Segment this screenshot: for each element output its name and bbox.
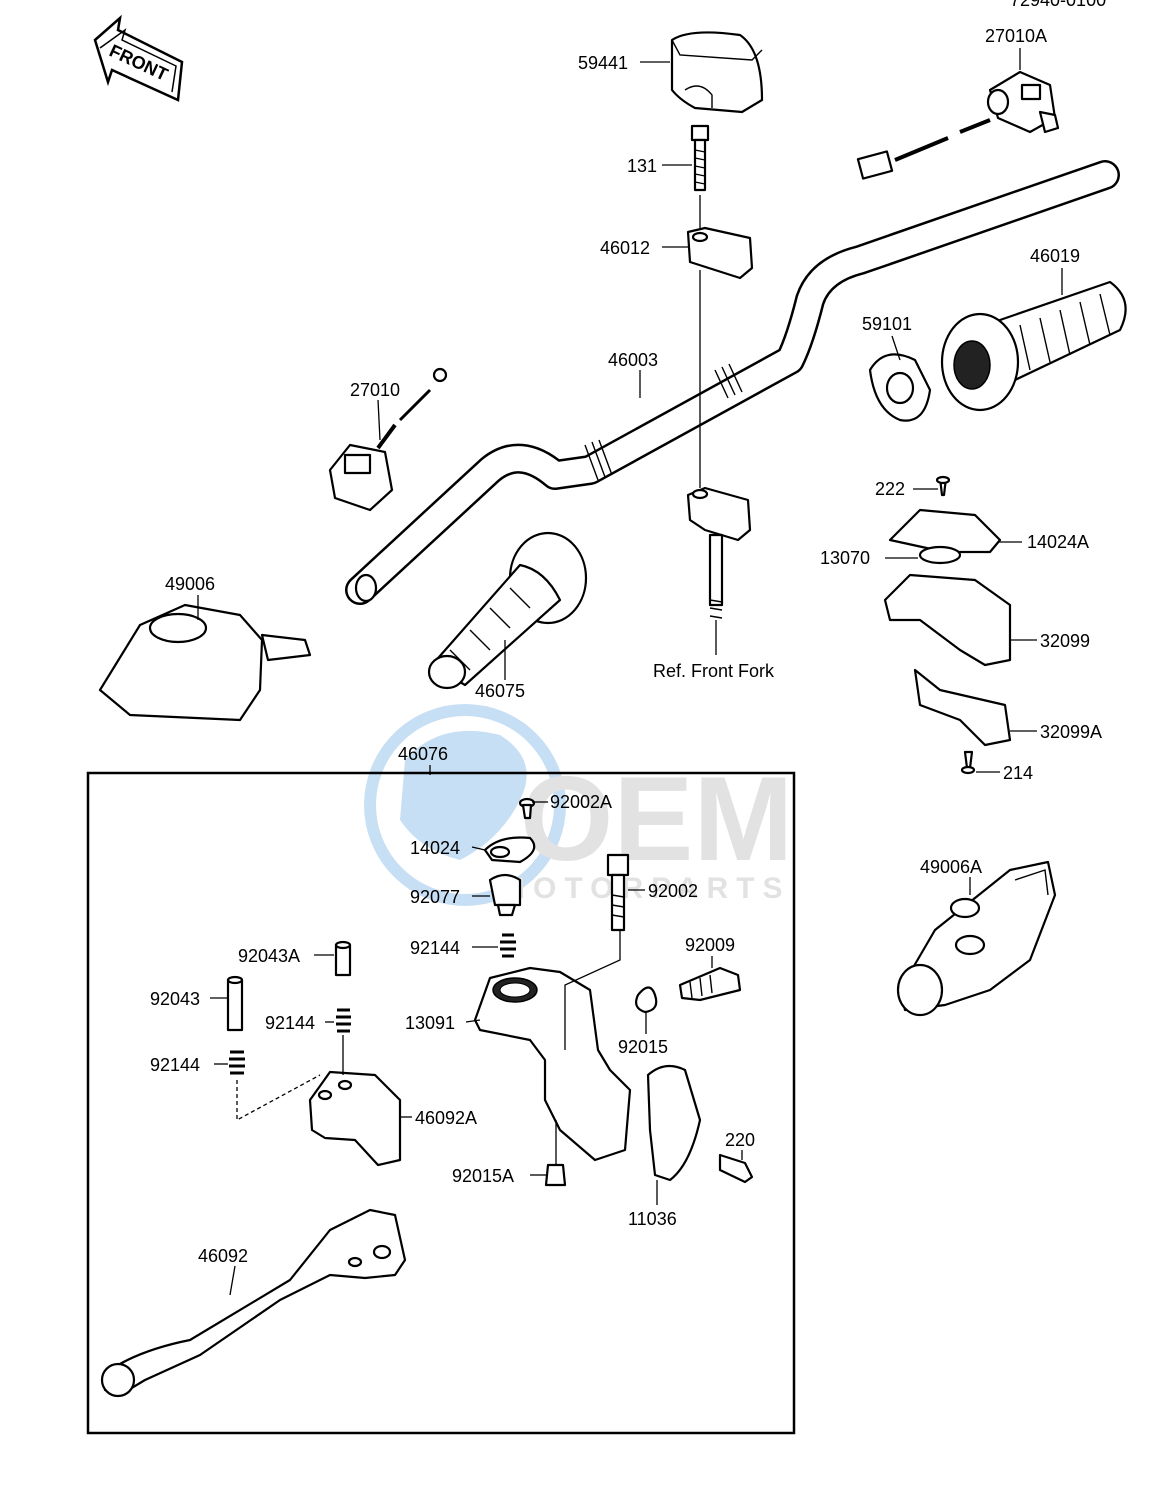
label-13091: 13091 xyxy=(405,1013,455,1033)
watermark-sub: MOTORPARTS xyxy=(500,872,791,905)
lever-assembly-parts xyxy=(100,797,754,1398)
label-ref-front-fork: Ref. Front Fork xyxy=(653,661,775,681)
label-11036: 11036 xyxy=(628,1209,677,1229)
label-32099: 32099 xyxy=(1040,631,1090,651)
drawing-number: 72940-0100 xyxy=(1010,0,1106,10)
label-92144-c: 92144 xyxy=(150,1055,200,1075)
label-92043: 92043 xyxy=(150,989,200,1009)
label-46075: 46075 xyxy=(475,681,525,701)
label-46012: 46012 xyxy=(600,238,650,258)
left-switch-27010 xyxy=(328,367,448,512)
throttle-pulley-59101 xyxy=(868,353,932,422)
watermark-brand: OEM xyxy=(520,752,793,886)
handlebar-clamp-group xyxy=(670,31,764,655)
label-92144-a: 92144 xyxy=(410,938,460,958)
label-214: 214 xyxy=(1003,763,1033,783)
label-92015a: 92015A xyxy=(452,1166,514,1186)
part-labels: 59441 27010A 131 46012 46019 59101 46003… xyxy=(150,26,1102,1266)
label-92015: 92015 xyxy=(618,1037,668,1057)
throttle-housing-group xyxy=(883,475,1012,775)
leader-lines xyxy=(197,48,1063,1296)
label-46019: 46019 xyxy=(1030,246,1080,266)
label-27010: 27010 xyxy=(350,380,400,400)
right-cover-49006a xyxy=(896,860,1057,1017)
label-46092a: 46092A xyxy=(415,1108,477,1128)
label-13070: 13070 xyxy=(820,548,870,568)
front-arrow-icon: FRONT xyxy=(93,14,184,102)
assembly-46076-box xyxy=(86,771,796,1435)
left-grip-46075 xyxy=(427,531,588,690)
label-92009: 92009 xyxy=(685,935,735,955)
label-92144-b: 92144 xyxy=(265,1013,315,1033)
label-46003: 46003 xyxy=(608,350,658,370)
label-27010a: 27010A xyxy=(985,26,1047,46)
label-92002a: 92002A xyxy=(550,792,612,812)
label-32099a: 32099A xyxy=(1040,722,1102,742)
label-14024: 14024 xyxy=(410,838,460,858)
label-131: 131 xyxy=(627,156,657,176)
label-220: 220 xyxy=(725,1130,755,1150)
label-46076: 46076 xyxy=(398,744,448,764)
left-cover-49006 xyxy=(98,603,312,722)
label-92002: 92002 xyxy=(648,881,698,901)
watermark-logo: OEM MOTORPARTS xyxy=(364,704,793,906)
label-222: 222 xyxy=(875,479,905,499)
throttle-grip-46019 xyxy=(940,280,1127,412)
label-92043a: 92043A xyxy=(238,946,300,966)
label-59101: 59101 xyxy=(862,314,912,334)
label-14024a: 14024A xyxy=(1027,532,1089,552)
right-switch-27010a xyxy=(856,70,1060,180)
label-59441: 59441 xyxy=(578,53,628,73)
label-92077: 92077 xyxy=(410,887,460,907)
handlebar xyxy=(345,160,1120,605)
label-49006: 49006 xyxy=(165,574,215,594)
label-46092: 46092 xyxy=(198,1246,248,1266)
label-49006a: 49006A xyxy=(920,857,982,877)
